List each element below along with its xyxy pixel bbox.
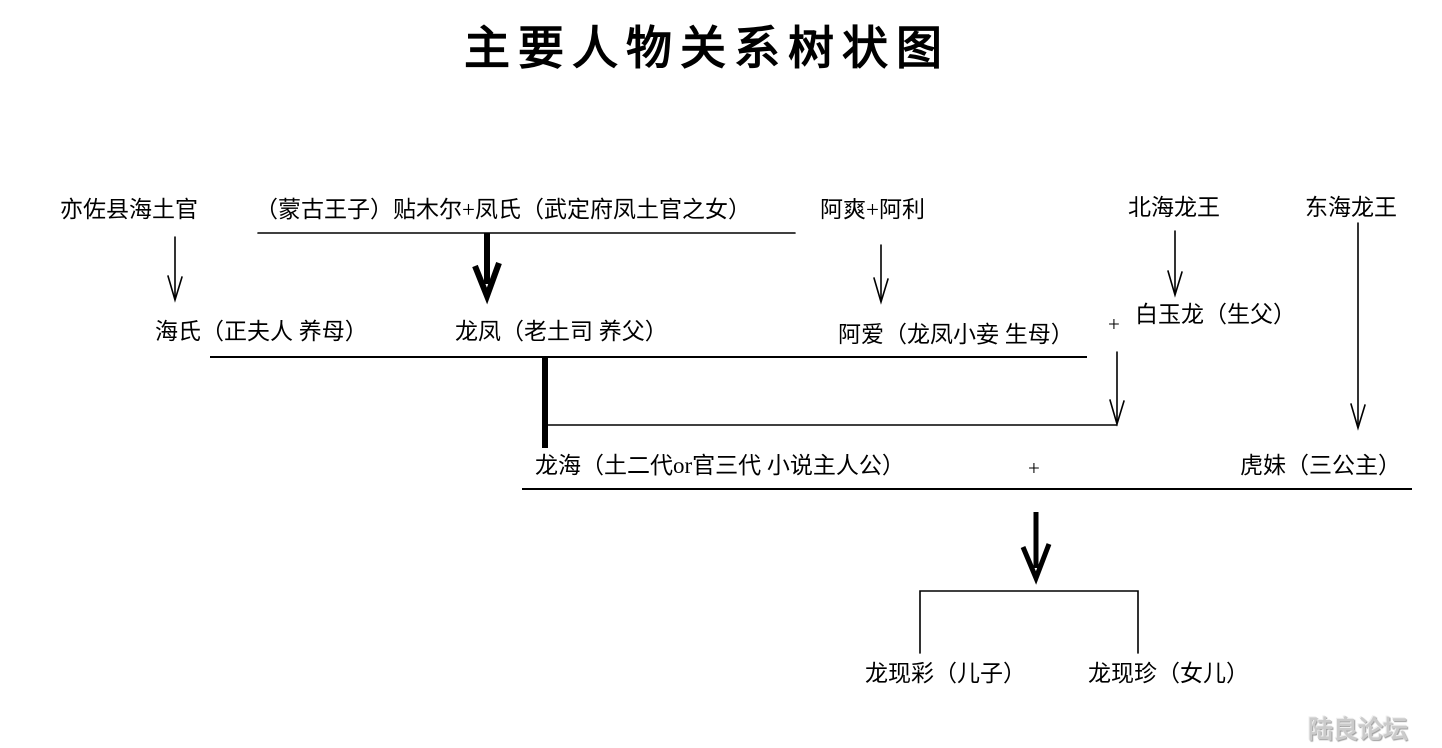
thick-down-arrow-tiemuer-to-long-feng bbox=[472, 233, 502, 305]
node-long-xian-zhen: 龙现珍（女儿） bbox=[1088, 661, 1249, 686]
thick-down-arrow-to-children bbox=[1020, 512, 1052, 585]
down-arrow-hai-tuguan-to-hai-shi bbox=[167, 236, 183, 303]
node-long-feng: 龙凤（老土司 养父） bbox=[455, 319, 668, 344]
node-hai-tuguan: 亦佐县海土官 bbox=[60, 197, 198, 222]
down-arrow-north-sea-to-bai-yu-long bbox=[1167, 230, 1183, 298]
watermark: 陆良论坛 bbox=[1308, 717, 1409, 744]
down-arrow-a-shuang-to-a-ai bbox=[873, 244, 889, 305]
down-arrow-east-sea-to-hu-mei bbox=[1350, 222, 1366, 431]
children-bracket bbox=[919, 590, 1139, 654]
node-a-ai: 阿爱（龙凤小妾 生母） bbox=[838, 322, 1074, 347]
node-bai-yu-long: 白玉龙（生父） bbox=[1135, 302, 1296, 327]
node-a-shuang-a-li: 阿爽+阿利 bbox=[820, 197, 925, 222]
node-north-sea-dragon-king: 北海龙王 bbox=[1128, 195, 1220, 220]
plus-sign-a-ai-bai-yu-long: + bbox=[1108, 312, 1120, 336]
plus-sign-long-hai-hu-mei: + bbox=[1028, 456, 1040, 480]
node-hu-mei: 虎妹（三公主） bbox=[1240, 453, 1401, 478]
node-long-xian-cai: 龙现彩（儿子） bbox=[865, 661, 1026, 686]
node-long-hai: 龙海（土二代or官三代 小说主人公） bbox=[535, 453, 905, 478]
diagram-title: 主要人物关系树状图 bbox=[464, 23, 950, 74]
down-arrow-a-ai-bai-yu-long-union bbox=[1109, 351, 1125, 427]
node-tiemuer-fengshi: （蒙古王子）贴木尔+凤氏（武定府凤土官之女） bbox=[255, 197, 751, 222]
node-east-sea-dragon-king: 东海龙王 bbox=[1305, 195, 1397, 220]
node-hai-shi: 海氏（正夫人 养母） bbox=[155, 319, 368, 344]
